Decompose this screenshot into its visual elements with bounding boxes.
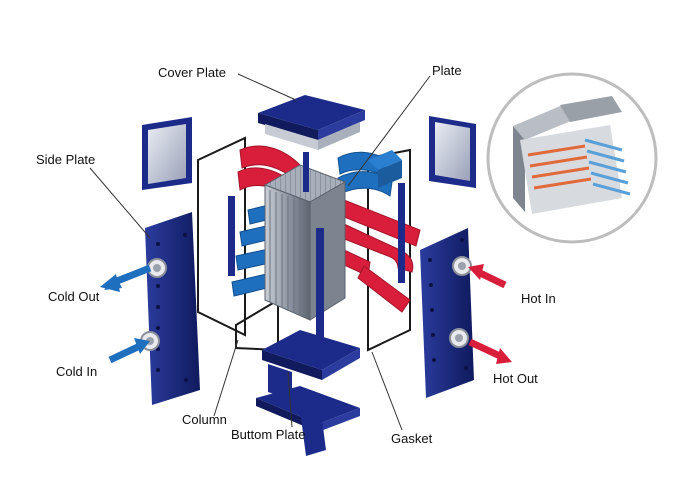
cold-flow-blocks [368,150,402,188]
upper-right-panel [429,116,476,188]
side-plate-label: Side Plate [36,152,96,167]
hot-in-label: Hot In [521,291,556,306]
hot-out-arrow [468,338,512,364]
cold-in-arrow [108,338,150,364]
cover-plate [258,95,365,150]
hot-out-label: Hot Out [493,371,538,386]
cold-in-label: Cold In [56,364,98,379]
gasket-label: Gasket [391,431,433,446]
cover-plate-label: Cover Plate [158,65,226,80]
detail-inset [486,72,658,244]
right-side-plate [420,228,474,398]
left-side-plate [140,212,200,405]
leader-lines [89,73,431,431]
columns [228,152,405,343]
hot-in-arrow [468,264,507,289]
upper-left-panel [142,117,192,190]
buttom-plate-label: Buttom Plate [231,427,306,442]
bottom-plate [256,330,360,456]
cold-out-arrow [100,264,152,292]
plate-label: Plate [432,63,462,78]
column-label: Column [182,412,227,427]
cold-out-label: Cold Out [48,289,100,304]
